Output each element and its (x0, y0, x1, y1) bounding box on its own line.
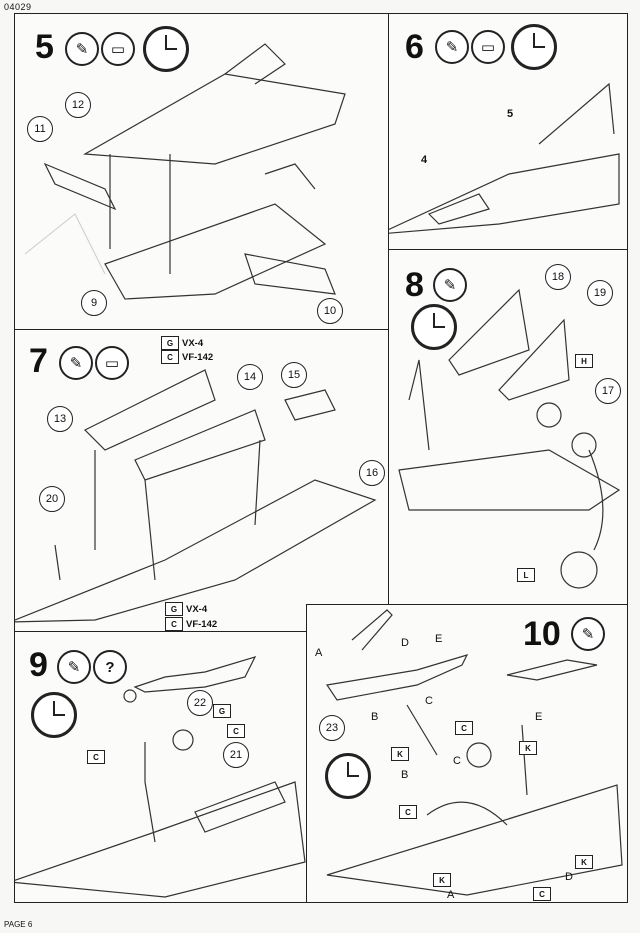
paint-tag-c-left: C (87, 750, 105, 764)
help-icon: ? (93, 650, 127, 684)
step-6-number: 6 (405, 28, 424, 66)
glue-icon: ✎ (435, 30, 469, 64)
step-9-number: 9 (29, 646, 48, 684)
letter-c-mid: C (453, 755, 461, 767)
letter-b-left: B (401, 769, 409, 781)
step-10-drawing (325, 609, 623, 896)
step-6-drawing (389, 82, 620, 234)
letter-a-top: A (315, 647, 323, 659)
clock-icon (143, 26, 189, 72)
glue-icon: ✎ (65, 32, 99, 66)
part-callout-12: 12 (65, 92, 91, 118)
paint-tag-k-4: K (433, 873, 451, 887)
step-9-panel: 9 ✎ ? 22 21 G C C (14, 631, 308, 903)
paint-tag-g: G (213, 704, 231, 718)
step-8-panel: 8 ✎ 18 19 17 H L (388, 249, 628, 606)
letter-e-right: E (535, 711, 543, 723)
part-callout-15: 15 (281, 362, 307, 388)
glue-icon: ✎ (433, 268, 467, 302)
part-callout-14: 14 (237, 364, 263, 390)
part-callout-22: 22 (187, 690, 213, 716)
paint-tag-k-2: K (391, 747, 409, 761)
step-6-panel: 6 ✎ ▭ 5 4 (388, 13, 628, 251)
paint-tag-k-1: K (519, 741, 537, 755)
clock-icon (511, 24, 557, 70)
page-footer: PAGE 6 (4, 920, 33, 929)
paint-tag-h: H (575, 354, 593, 368)
document-ref: 04029 (4, 2, 32, 12)
part-label-4: 4 (421, 154, 428, 166)
clock-icon (411, 304, 457, 350)
part-callout-11: 11 (27, 116, 53, 142)
step-10-number: 10 (523, 615, 561, 653)
step-5-number: 5 (35, 28, 54, 66)
part-callout-9: 9 (81, 290, 107, 316)
paint-tag-c-2: C (399, 805, 417, 819)
part-callout-10: 10 (317, 298, 343, 324)
paint-tag-c-3: C (533, 887, 551, 901)
clock-icon (31, 692, 77, 738)
part-callout-21: 21 (223, 742, 249, 768)
glue-icon: ✎ (59, 346, 93, 380)
step-5-drawing (24, 43, 346, 300)
paint-tag-c-1: C (455, 721, 473, 735)
step-8-number: 8 (405, 266, 424, 304)
paint-icon: ▭ (95, 346, 129, 380)
letter-b-top: B (371, 711, 379, 723)
step-7-drawing (15, 369, 377, 623)
letter-a-bottom: A (447, 889, 455, 901)
letter-d-bottom: D (565, 871, 573, 883)
part-callout-20: 20 (39, 486, 65, 512)
letter-c-top: C (425, 695, 433, 707)
step-7-number: 7 (29, 342, 48, 380)
part-callout-16: 16 (359, 460, 385, 486)
paint-tag-c-right: C (227, 724, 245, 738)
paint-icon: ▭ (101, 32, 135, 66)
step-9-drawing (15, 656, 306, 898)
step-8-drawing (398, 288, 621, 589)
part-callout-18: 18 (545, 264, 571, 290)
letter-e-top: E (435, 633, 443, 645)
paint-tag-k-3: K (575, 855, 593, 869)
letter-d-top: D (401, 637, 409, 649)
part-callout-13: 13 (47, 406, 73, 432)
paint-tag-l: L (517, 568, 535, 582)
part-callout-23: 23 (319, 715, 345, 741)
paint-icon: ▭ (471, 30, 505, 64)
part-label-5: 5 (507, 108, 514, 120)
step-5-panel: 5 ✎ ▭ 12 11 9 10 (14, 13, 390, 331)
step-10-panel: 10 ✎ 23 A D E B C E B C D A C K K C K K … (306, 604, 628, 903)
glue-icon: ✎ (571, 617, 605, 651)
clock-icon (325, 753, 371, 799)
glue-icon: ✎ (57, 650, 91, 684)
part-callout-17: 17 (595, 378, 621, 404)
part-callout-19: 19 (587, 280, 613, 306)
